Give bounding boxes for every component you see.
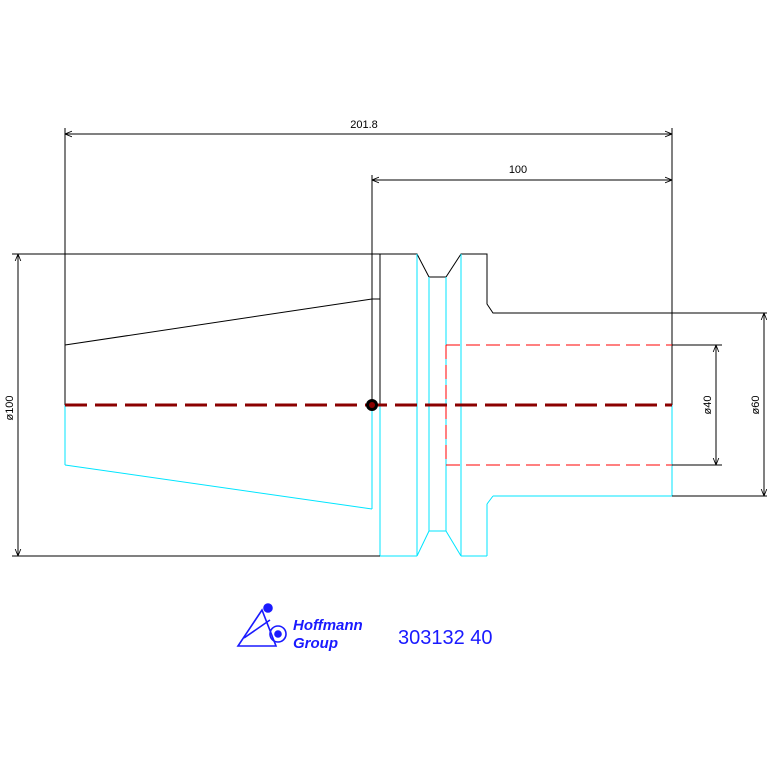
logo-company-line1: Hoffmann bbox=[293, 617, 363, 634]
shank-length-label: 100 bbox=[509, 164, 527, 176]
flange-diameter-label: ø100 bbox=[4, 395, 16, 420]
dimension-shank-diameter bbox=[672, 312, 767, 497]
dimension-flange-diameter bbox=[12, 253, 380, 557]
gauge-point-marker-inner bbox=[369, 402, 375, 408]
logo-head-icon bbox=[263, 603, 273, 613]
dimension-bore-diameter bbox=[672, 344, 722, 466]
upper-half-outline bbox=[64, 175, 673, 405]
logo-company-line2: Group bbox=[293, 635, 338, 652]
logo-gear-icon bbox=[269, 625, 287, 643]
bore-diameter-label: ø40 bbox=[702, 396, 714, 415]
shank-diameter-label: ø60 bbox=[750, 396, 762, 415]
logo-triangle-icon bbox=[236, 608, 278, 647]
part-number: 303132 40 bbox=[398, 627, 493, 649]
overall-length-label: 201.8 bbox=[350, 119, 378, 131]
dimension-overall-length bbox=[64, 128, 673, 313]
hoffmann-group-logo bbox=[236, 603, 287, 647]
